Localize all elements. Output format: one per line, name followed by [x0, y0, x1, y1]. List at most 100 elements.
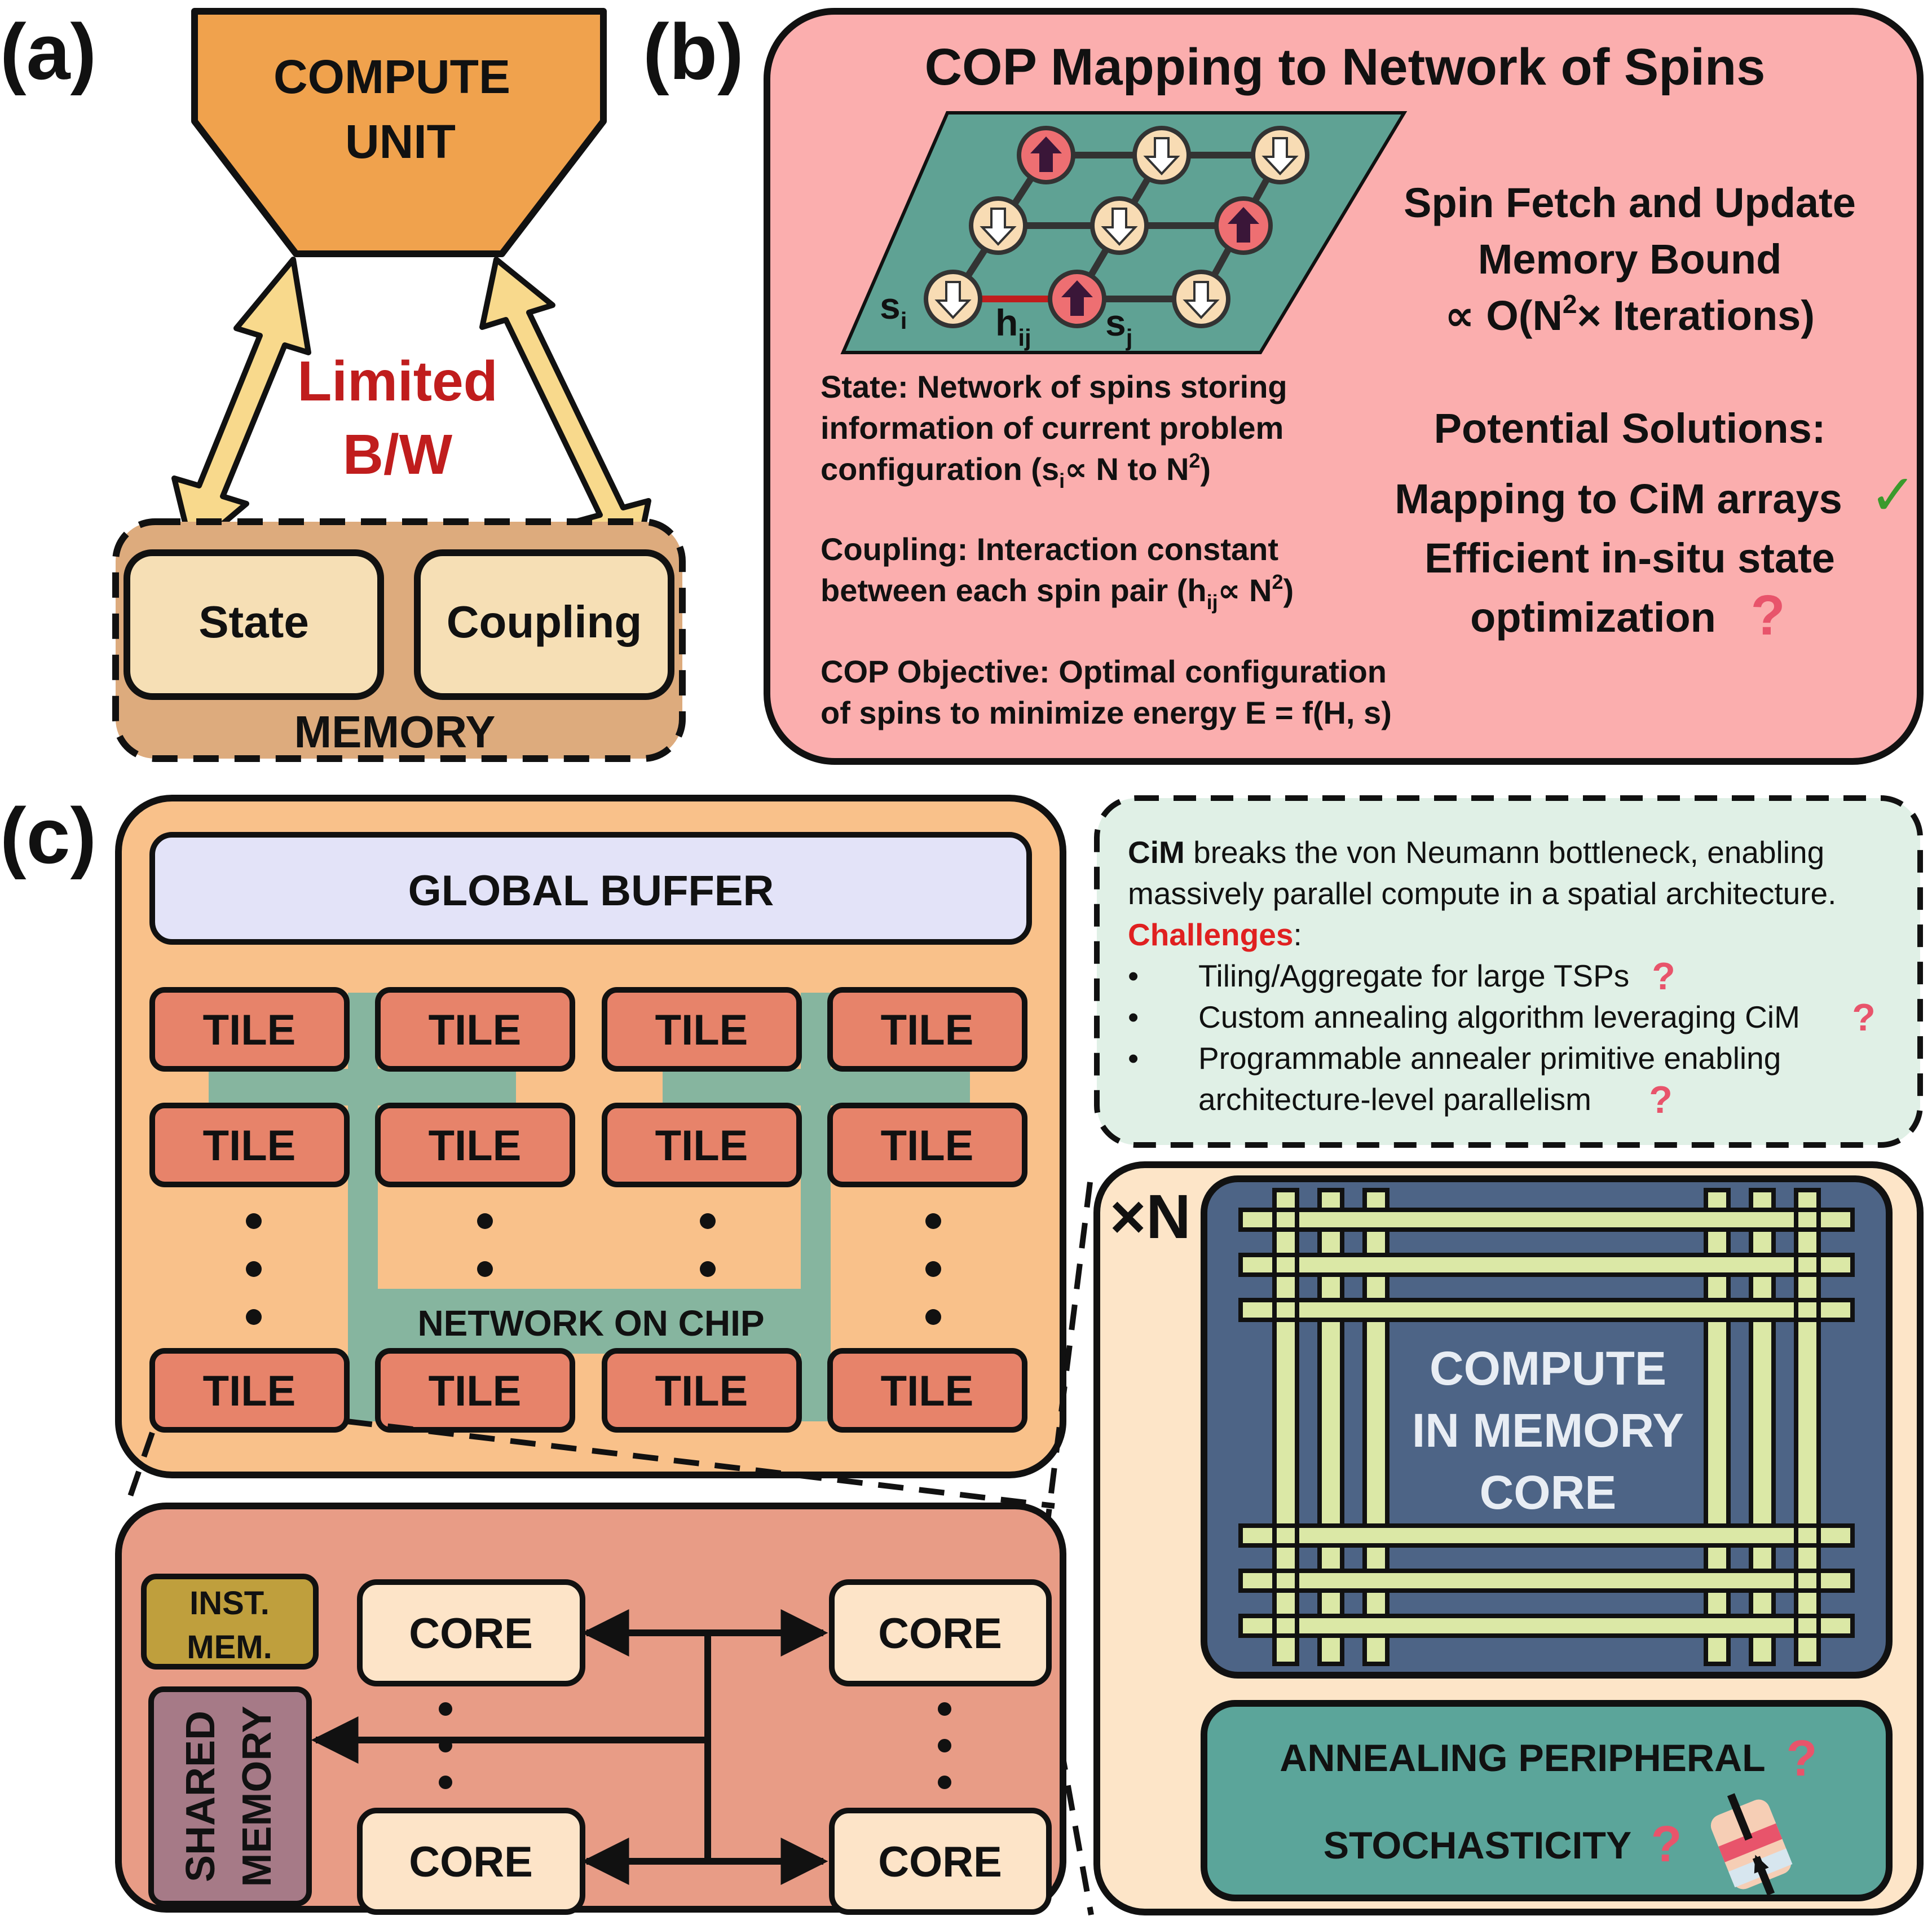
spin-down: [969, 196, 1027, 255]
callout-line-1: CiM breaks the von Neumann bottleneck, e…: [1128, 835, 1824, 870]
ellipsis-dots: [439, 1702, 951, 1789]
limited-bw-label-1: Limited: [297, 350, 498, 413]
spin-label-sj: sj: [1105, 302, 1132, 351]
noc-label: NETWORK ON CHIP: [417, 1303, 764, 1344]
cim-callout: CiM breaks the von Neumann bottleneck, e…: [1094, 795, 1923, 1148]
core: CORE: [829, 1808, 1052, 1915]
spin-down: [1090, 196, 1149, 255]
objective-line-2: of spins to minimize energy E = f(H, s): [821, 695, 1392, 730]
tile: TILE: [602, 987, 802, 1072]
bullet: •: [1128, 1041, 1139, 1076]
panel-b-title: COP Mapping to Network of Spins: [925, 38, 1766, 96]
shared-memory-label-1: SHARED: [178, 1711, 223, 1882]
bandwidth-arrow-right: [479, 257, 651, 558]
state-box: [123, 549, 384, 700]
state-desc-line-1: State: Network of spins storing: [821, 369, 1287, 404]
tile: TILE: [602, 1348, 802, 1433]
shared-memory: [148, 1686, 312, 1906]
compute-unit-label-1: COMPUTE: [274, 50, 510, 103]
spin-fetch-line-1: Spin Fetch and Update: [1404, 179, 1856, 226]
challenge-3-line-1: Programmable annealer primitive enabling: [1198, 1041, 1781, 1076]
inst-mem-label-2: MEM.: [187, 1629, 272, 1666]
callout-box: [1094, 795, 1923, 1148]
inst-mem: [141, 1574, 319, 1670]
challenge-2: Custom annealing algorithm leveraging Ci…: [1198, 999, 1800, 1034]
challenges-label: Challenges:: [1128, 917, 1302, 952]
chip: GLOBAL BUFFER NETWORK ON CHIP TILE TILE …: [115, 795, 1066, 1478]
panel-label-c: (c): [0, 791, 96, 880]
stochasticity-label: STOCHASTICITY: [1324, 1824, 1632, 1867]
coupling-desc-line-1: Coupling: Interaction constant: [821, 531, 1278, 567]
svg-text:TILE: TILE: [203, 1122, 296, 1170]
bullet: •: [1128, 999, 1139, 1034]
spin-down: [1132, 126, 1191, 184]
tile: TILE: [149, 987, 350, 1072]
svg-text:TILE: TILE: [881, 1367, 974, 1415]
spin-down: [924, 270, 982, 328]
svg-text:TILE: TILE: [655, 1367, 748, 1415]
svg-text:TILE: TILE: [655, 1122, 748, 1170]
memory-label: MEMORY: [294, 707, 495, 757]
cim-core-panel: ×N COMPUTE IN MEMORY CORE ANNEALING PERI…: [1093, 1161, 1924, 1915]
panel-label-b: (b): [643, 7, 744, 96]
svg-text:CORE: CORE: [878, 1838, 1002, 1886]
global-buffer: [149, 832, 1032, 945]
state-desc-line-3: configuration (si∝ N to N2): [821, 449, 1211, 492]
svg-text:TILE: TILE: [203, 1367, 296, 1415]
tile: TILE: [375, 987, 575, 1072]
solution-2-line-2: optimization: [1470, 594, 1716, 641]
potential-solutions-title: Potential Solutions:: [1434, 405, 1826, 452]
panel-b: COP Mapping to Network of Spins: [764, 8, 1924, 765]
tile-detail: INST. MEM. SHARED MEMORY CORE CORE CORE …: [115, 1503, 1066, 1915]
tile: TILE: [827, 987, 1027, 1072]
tile: TILE: [602, 1103, 802, 1187]
callout-line-2: massively parallel compute in a spatial …: [1128, 876, 1836, 911]
challenge-3-line-2: architecture-level parallelism: [1198, 1082, 1591, 1117]
core: CORE: [829, 1579, 1052, 1686]
global-buffer-label: GLOBAL BUFFER: [408, 867, 774, 915]
bandwidth-arrow-left: [171, 257, 311, 553]
tile-detail-box: [115, 1503, 1066, 1913]
spin-down: [1172, 270, 1230, 328]
bullet: •: [1128, 958, 1139, 993]
tile: TILE: [149, 1348, 350, 1433]
spin-fetch-line-2: Memory Bound: [1478, 236, 1782, 283]
annealing-label: ANNEALING PERIPHERAL: [1280, 1737, 1765, 1780]
check-icon: ✓: [1869, 464, 1917, 527]
tile: TILE: [375, 1348, 575, 1433]
compute-unit: [191, 8, 607, 257]
network-on-chip: [209, 993, 970, 1421]
question-icon: ?: [1652, 955, 1675, 998]
svg-text:CORE: CORE: [409, 1610, 533, 1658]
tile: TILE: [149, 1103, 350, 1187]
spin-down: [1251, 126, 1309, 184]
question-icon: ?: [1787, 1730, 1818, 1787]
spin-up: [1048, 270, 1106, 328]
coupling-box: [414, 549, 674, 700]
spin-fetch-line-3: ∝ O(N2× Iterations): [1445, 289, 1815, 339]
annealing-peripheral: [1201, 1700, 1893, 1901]
svg-text:TILE: TILE: [655, 1006, 748, 1054]
question-icon: ?: [1750, 584, 1785, 647]
core: CORE: [357, 1808, 585, 1915]
mtj-device-icon: [1710, 1793, 1793, 1896]
core: CORE: [357, 1579, 585, 1686]
tile: TILE: [375, 1103, 575, 1187]
tile: TILE: [827, 1103, 1027, 1187]
tile: TILE: [827, 1348, 1027, 1433]
times-n-label: ×N: [1110, 1182, 1191, 1252]
spin-up: [1214, 196, 1273, 255]
question-icon: ?: [1651, 1816, 1682, 1873]
inst-mem-label-1: INST.: [189, 1585, 270, 1622]
state-label: State: [199, 597, 309, 647]
question-icon: ?: [1649, 1078, 1673, 1121]
spin-label-si: si: [880, 285, 907, 334]
panel-a: COMPUTE UNIT Limited B/W State Coupling …: [112, 8, 686, 762]
cim-center-plate: [1393, 1328, 1700, 1517]
svg-text:TILE: TILE: [881, 1122, 974, 1170]
ellipsis-dots: [246, 1213, 941, 1325]
panel-label-a: (a): [0, 7, 96, 96]
svg-text:TILE: TILE: [429, 1367, 522, 1415]
limited-bw-label-2: B/W: [343, 423, 453, 486]
coupling-desc-line-2: between each spin pair (hij∝ N2): [821, 570, 1294, 614]
